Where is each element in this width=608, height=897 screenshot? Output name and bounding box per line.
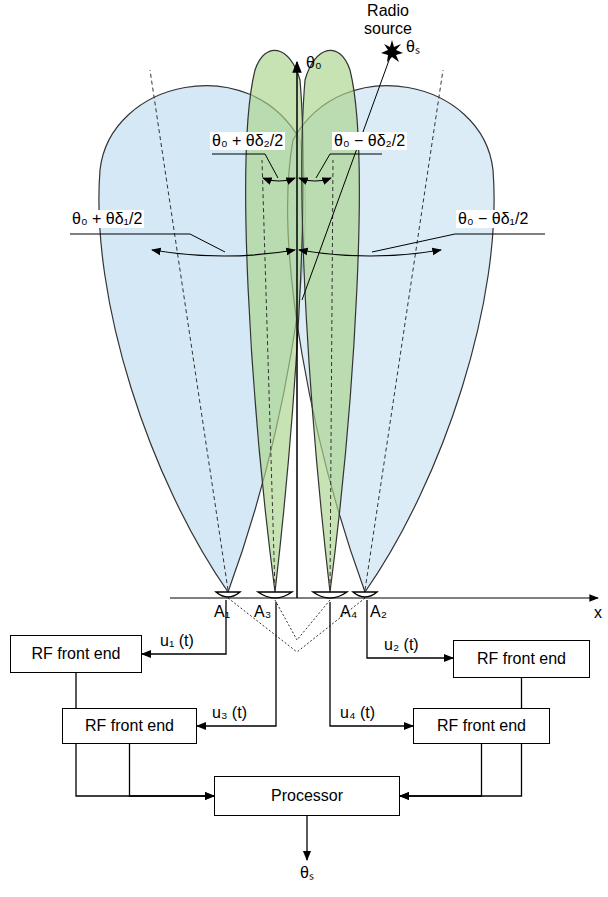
diagram-label: θₛ [298,864,316,882]
diagram-label: θ₀ [304,54,324,72]
diagram-label: Radio source [355,2,421,39]
box-label: RF front end [26,645,127,663]
rf-front-end-box: RF front end [10,635,142,673]
rf-front-end-box: RF front end [62,708,197,744]
leader-line [70,154,545,252]
antenna-dish [216,592,377,598]
diagram-label: θ₀ − θδ₂/2 [332,132,407,150]
box-label: RF front end [79,717,180,735]
baseline-dots [228,598,365,652]
diagram-label: θₛ [404,38,422,56]
source-direction [302,52,392,300]
box-label: Processor [265,787,349,805]
boresight-axis [296,62,298,598]
diagram-label: u₄ (t) [338,704,377,722]
diagram-label: θ₀ − θδ₁/2 [456,210,530,228]
diagram-label: u₂ (t) [382,636,421,654]
processor-box: Processor [214,776,400,816]
signal-connector [130,744,215,796]
box-label: RF front end [431,717,532,735]
box-label: RF front end [471,650,572,668]
diagram-label: A₂ [368,603,389,621]
angle-arc [152,178,441,256]
diagram-label: θ₀ + θδ₁/2 [70,210,144,228]
diagram-label: A₃ [252,603,273,621]
diagram-label: u₁ (t) [158,632,196,650]
diagram-label: A₁ [212,603,232,621]
diagram-label: A₄ [338,603,359,621]
diagram-label: x [592,604,604,622]
x-axis [170,597,598,598]
signal-connector [400,744,482,796]
rf-front-end-box: RF front end [413,708,550,744]
diagram-label: θ₀ + θδ₂/2 [210,132,285,150]
rf-front-end-box: RF front end [453,640,590,678]
diagram-label: u₃ (t) [210,704,249,722]
radio-source-star [381,40,403,62]
